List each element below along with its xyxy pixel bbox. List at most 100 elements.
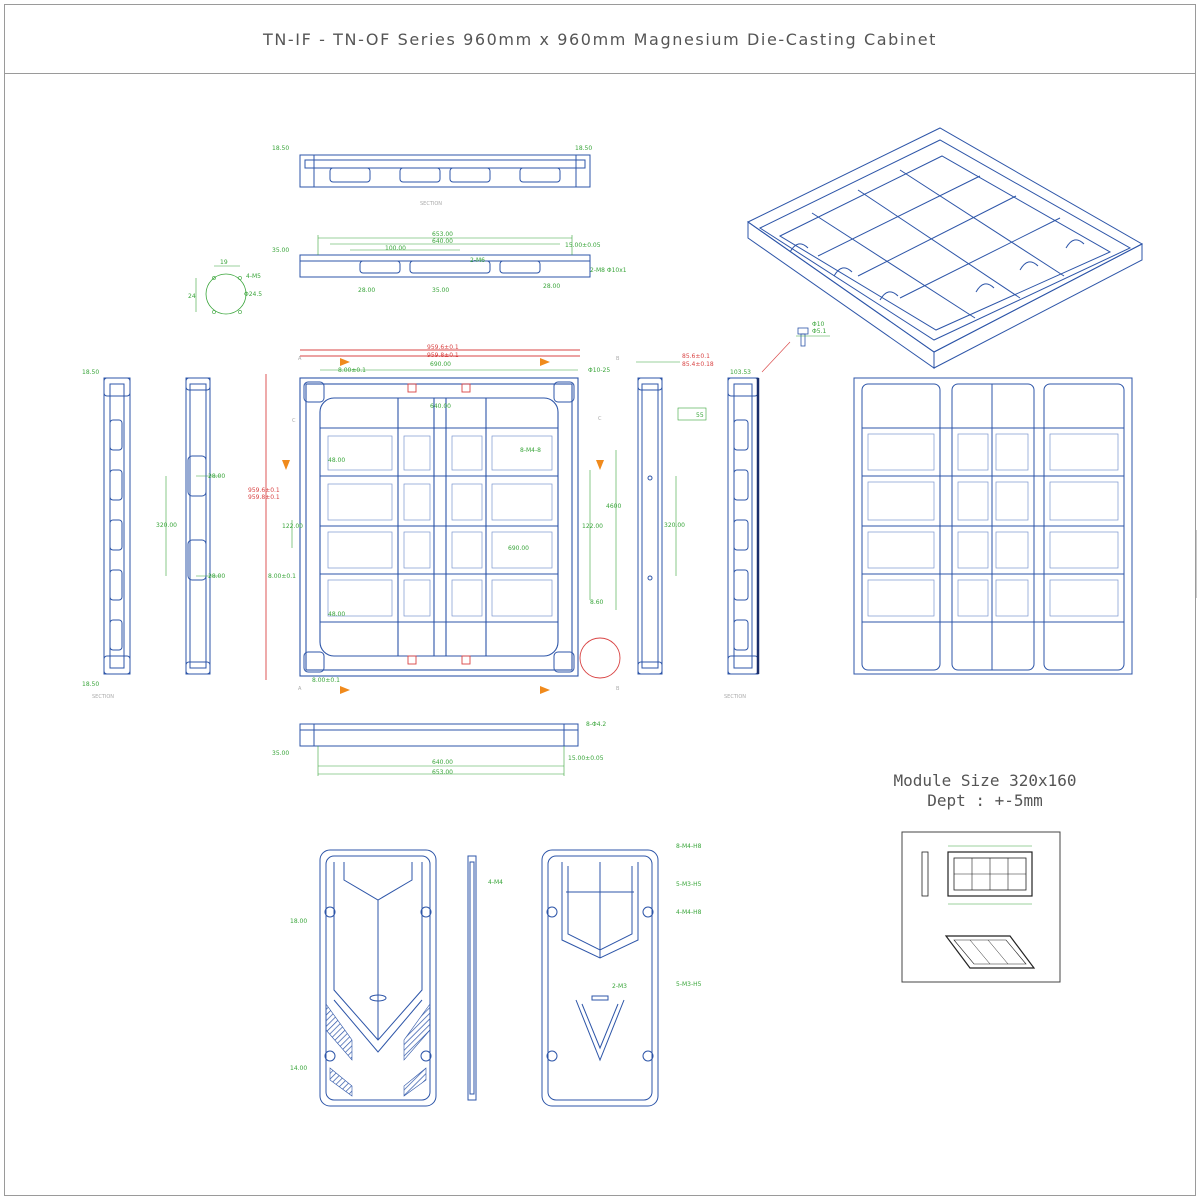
left-side-view-outer <box>103 377 131 675</box>
dim-rear-4-m4: 4-M4-H8 <box>676 909 702 916</box>
dim-width-959-6: 959.6±0.1 <box>427 344 459 351</box>
dim-4600: 4600 <box>606 503 621 510</box>
bolt-detail <box>796 327 830 347</box>
dim-28b: 28.00 <box>543 283 560 290</box>
module-size-label: Module Size 320x160 <box>893 771 1076 790</box>
dim-rear-8-m4: 8-M4-H8 <box>676 843 702 850</box>
dim-left-28b: 28.00 <box>208 573 225 580</box>
dim-right-103-53: 103.53 <box>730 369 751 376</box>
dim-bottom-653: 653.00 <box>432 769 453 776</box>
dim-640: 640.00 <box>432 238 453 245</box>
module-front-hatching <box>325 1003 431 1097</box>
dim-module-18: 18.00 <box>290 918 307 925</box>
rear-grid-view <box>853 377 1133 675</box>
dim-circle-24-5: Φ24.5 <box>244 291 262 298</box>
main-front-red-marks <box>265 349 621 680</box>
dim-left-18b: 18.50 <box>82 681 99 688</box>
circle-detail <box>195 265 247 315</box>
section-label-left: SECTION <box>92 694 114 700</box>
dim-100: 100.00 <box>385 245 406 252</box>
rear-grid-cells <box>867 433 1119 617</box>
main-front-green-dims <box>291 369 617 610</box>
dim-left-28a: 28.00 <box>208 473 225 480</box>
right-side-view-outer <box>727 377 760 675</box>
dim-122a: 122.00 <box>282 523 303 530</box>
dim-28a: 28.00 <box>358 287 375 294</box>
page-title: TN-IF - TN-OF Series 960mm x 960mm Magne… <box>5 5 1195 74</box>
module-depth-label: Dept : +-5mm <box>927 791 1043 810</box>
dim-left-18a: 18.50 <box>82 369 99 376</box>
left-inner-dims <box>165 475 220 577</box>
detail-leader <box>761 341 791 373</box>
section-label-a-bottom: A <box>298 686 302 692</box>
section-label-right: SECTION <box>724 694 746 700</box>
dim-detail-m10: Φ10 <box>812 321 825 328</box>
top-section-dims: 18.50 18.50 SECTION <box>272 145 592 207</box>
main-front-inner-cells <box>327 435 553 617</box>
second-section-view <box>299 254 591 278</box>
section-label-c-right: C <box>598 416 602 422</box>
dim-detail-m5-1: Φ5.1 <box>812 328 826 335</box>
dim-width-8: 8.00±0.1 <box>338 367 366 374</box>
section-label-a-top: A <box>298 356 302 362</box>
dim-circle-24: 24 <box>188 293 196 300</box>
dim-side-4-m4: 4-M4 <box>488 879 503 886</box>
dim-bottom-15: 15.00±0.05 <box>568 755 604 762</box>
dim-height-959-6: 959.6±0.1 <box>248 487 280 494</box>
isometric-view <box>747 127 1144 369</box>
dim-right-85-6: 85.6±0.1 <box>682 353 710 360</box>
dim-8b: 8.00±0.1 <box>268 573 296 580</box>
section-label-c-left: C <box>292 418 296 424</box>
section-label-b-top: B <box>616 356 620 362</box>
dim-right-55: 55 <box>696 412 704 419</box>
right-inner-dims <box>636 361 707 576</box>
dim-bottom-35: 35.00 <box>272 750 289 757</box>
dim-48a: 48.00 <box>328 457 345 464</box>
dim-122b: 122.00 <box>582 523 603 530</box>
module-side-view <box>467 855 477 1101</box>
dim-height-959-8: 959.8±0.1 <box>248 494 280 501</box>
second-section-dims <box>317 235 573 255</box>
dim-rear-5-m3: 5-M3-H5 <box>676 881 702 888</box>
dim-m10: Φ10-25 <box>588 367 610 374</box>
dim-690-inner: 690.00 <box>508 545 529 552</box>
dim-35: 35.00 <box>272 247 289 254</box>
dim-bottom-8-m4: 8-Φ4.2 <box>586 721 606 728</box>
right-side-view-inner <box>637 377 663 675</box>
dim-top-right: 18.50 <box>575 145 592 152</box>
section-label-b-bottom: B <box>616 686 620 692</box>
dim-15: 15.00±0.05 <box>565 242 601 249</box>
dim-top-left: 18.50 <box>272 145 289 152</box>
main-front-view <box>299 377 579 677</box>
drawing-sheet: TN-IF - TN-OF Series 960mm x 960mm Magne… <box>4 4 1196 1196</box>
dim-right-85-4: 85.4±0.18 <box>682 361 714 368</box>
bottom-section-view <box>299 723 579 747</box>
dim-left-320: 320.00 <box>156 522 177 529</box>
module-front-view <box>319 849 437 1107</box>
top-section-view <box>299 154 591 188</box>
dim-8-60: 8.60 <box>590 599 604 606</box>
dim-right-320: 320.00 <box>664 522 685 529</box>
module-rear-view <box>541 849 659 1107</box>
dim-rear-5-m3b: 5-M3-H5 <box>676 981 702 988</box>
dim-module-14: 14.00 <box>290 1065 307 1072</box>
dim-640-inner: 640.00 <box>430 403 451 410</box>
dim-width-690: 690.00 <box>430 361 451 368</box>
dim-m8: 2-M8 Φ10x1 <box>590 267 627 274</box>
left-side-view-inner <box>185 377 211 675</box>
dim-circle-19: 19 <box>220 259 228 266</box>
dim-width-959-8: 959.8±0.1 <box>427 352 459 359</box>
main-front-orange-arrows <box>282 358 604 694</box>
dim-bottom-8: 8.00±0.1 <box>312 677 340 684</box>
dim-48b: 48.00 <box>328 611 345 618</box>
dim-rear-2-m3: 2-M3 <box>612 983 627 990</box>
dim-circle-m5: 4-M5 <box>246 273 261 280</box>
dim-8-m4: 8-M4-8 <box>520 447 541 454</box>
bottom-section-dims <box>317 746 565 776</box>
section-label-top: SECTION <box>420 201 442 207</box>
main-front-corners <box>303 381 575 673</box>
dim-m6: 2-M6 <box>470 257 485 264</box>
dim-35b: 35.00 <box>432 287 449 294</box>
dim-bottom-640: 640.00 <box>432 759 453 766</box>
